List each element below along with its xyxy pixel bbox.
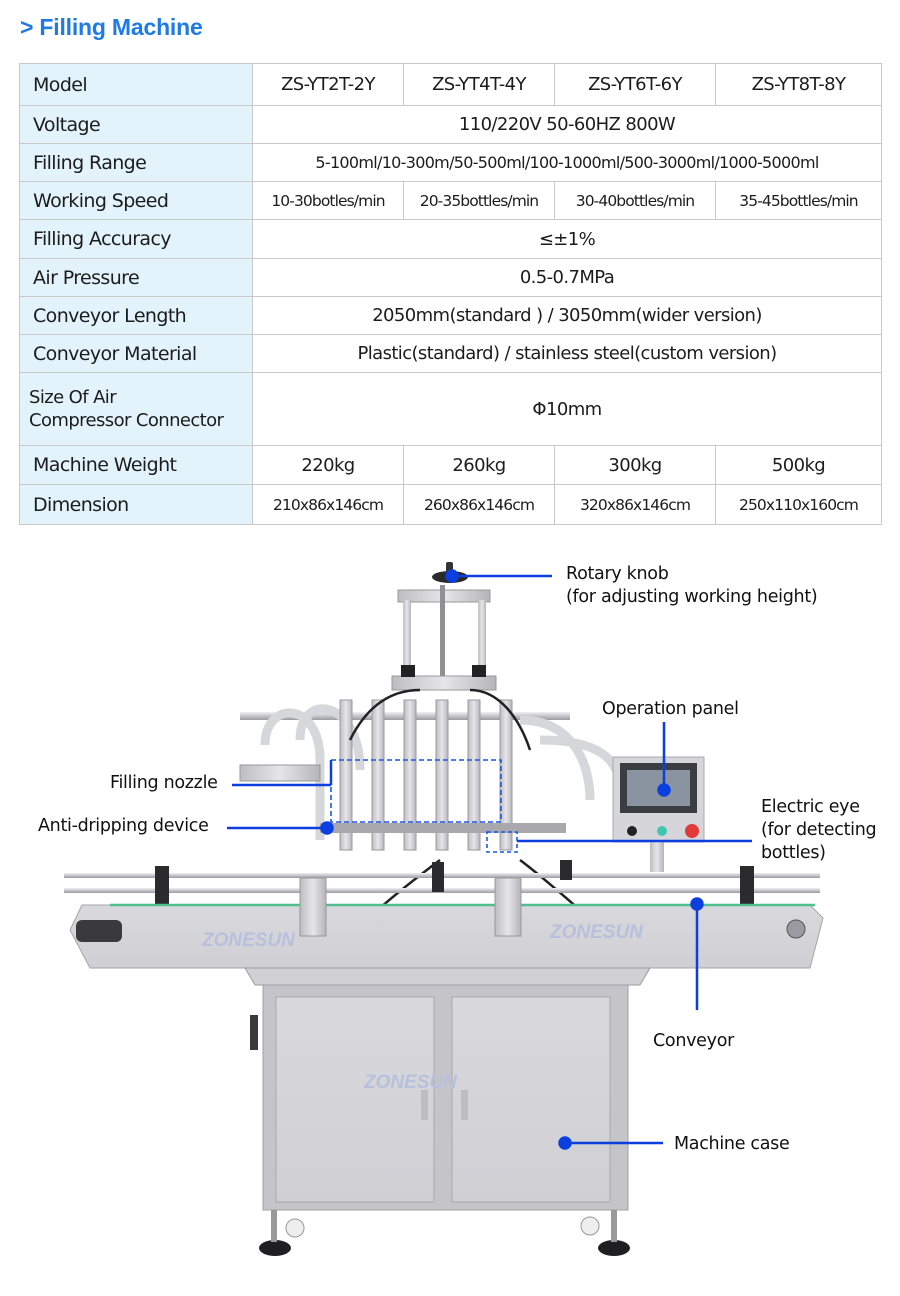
row-conveyor-material: Conveyor Material Plastic(standard) / st… bbox=[19, 334, 882, 373]
row-label: Filling Range bbox=[19, 143, 253, 182]
row-label: Size Of Air Compressor Connector bbox=[19, 372, 253, 446]
caster-icon bbox=[285, 1218, 305, 1238]
row-label: Filling Accuracy bbox=[19, 219, 253, 259]
motor-cover bbox=[76, 920, 122, 942]
model-cell: ZS-YT6T-6Y bbox=[554, 63, 716, 106]
row-label: Conveyor Length bbox=[19, 296, 253, 335]
row-model: Model ZS-YT2T-2Y ZS-YT4T-4Y ZS-YT6T-6Y Z… bbox=[19, 63, 882, 106]
row-label: Model bbox=[19, 63, 253, 106]
operation-panel-dot bbox=[657, 783, 671, 797]
selector-knob-icon bbox=[627, 826, 637, 836]
caster-icon bbox=[580, 1216, 600, 1236]
row-label: Air Pressure bbox=[19, 258, 253, 297]
brand-watermark: ZONESUN bbox=[549, 922, 644, 943]
foot-icon bbox=[259, 1240, 291, 1256]
callout-anti-dripping: Anti-dripping device bbox=[38, 815, 209, 838]
callout-operation-panel: Operation panel bbox=[602, 698, 739, 721]
row-label: Working Speed bbox=[19, 181, 253, 220]
conveyor-length-value: 2050mm(standard ) / 3050mm(wider version… bbox=[252, 296, 882, 335]
sensor-highlight-box bbox=[486, 831, 518, 853]
start-button-icon bbox=[657, 826, 667, 836]
row-label: Conveyor Material bbox=[19, 334, 253, 373]
row-filling-range: Filling Range 5-100ml/10-300m/50-500ml/1… bbox=[19, 143, 882, 182]
callout-line: Rotary knob bbox=[566, 564, 669, 584]
row-working-speed: Working Speed 10-30botles/min 20-35bottl… bbox=[19, 181, 882, 220]
filling-nozzles bbox=[339, 699, 513, 851]
callout-rotary-knob: Rotary knob (for adjusting working heigh… bbox=[566, 563, 818, 609]
anti-dripping-dot bbox=[320, 821, 334, 835]
callout-line: Anti-dripping device bbox=[38, 816, 209, 836]
foot-icon bbox=[598, 1240, 630, 1256]
callout-line: Machine case bbox=[674, 1134, 790, 1154]
callout-electric-eye: Electric eye (for detecting bottles) bbox=[761, 796, 877, 865]
callout-line: (for detecting bbox=[761, 820, 877, 840]
weight-cell: 500kg bbox=[715, 445, 882, 485]
filling-range-value: 5-100ml/10-300m/50-500ml/100-1000ml/500-… bbox=[252, 143, 882, 182]
callout-filling-nozzle: Filling nozzle bbox=[110, 772, 218, 795]
model-cell: ZS-YT8T-8Y bbox=[715, 63, 882, 106]
lifting-column bbox=[391, 585, 497, 691]
row-air-pressure: Air Pressure 0.5-0.7MPa bbox=[19, 258, 882, 297]
dimension-cell: 260x86x146cm bbox=[403, 484, 555, 525]
nozzle-highlight-box bbox=[330, 759, 502, 823]
model-cell: ZS-YT4T-4Y bbox=[403, 63, 555, 106]
sensor-post bbox=[494, 877, 522, 937]
conveyor-material-value: Plastic(standard) / stainless steel(cust… bbox=[252, 334, 882, 373]
row-label-line: Size Of Air bbox=[29, 387, 117, 408]
row-conveyor-length: Conveyor Length 2050mm(standard ) / 3050… bbox=[19, 296, 882, 335]
speed-cell: 10-30botles/min bbox=[252, 181, 404, 220]
section-title: > Filling Machine bbox=[20, 14, 203, 40]
sensor-post bbox=[299, 877, 327, 937]
speed-cell: 20-35bottles/min bbox=[403, 181, 555, 220]
spec-table: Model ZS-YT2T-2Y ZS-YT4T-4Y ZS-YT6T-6Y Z… bbox=[19, 63, 882, 525]
filling-accuracy-value: ≤±1% bbox=[252, 219, 882, 259]
machine-cabinet: ZONESUN bbox=[244, 967, 651, 1256]
speed-cell: 30-40bottles/min bbox=[554, 181, 716, 220]
callout-line: Filling nozzle bbox=[110, 773, 218, 793]
voltage-value: 110/220V 50-60HZ 800W bbox=[252, 105, 882, 144]
row-label: Machine Weight bbox=[19, 445, 253, 485]
callout-line: Conveyor bbox=[653, 1031, 734, 1051]
row-voltage: Voltage 110/220V 50-60HZ 800W bbox=[19, 105, 882, 144]
callout-line: Operation panel bbox=[602, 699, 739, 719]
stop-button-icon bbox=[685, 824, 699, 838]
machine-illustration: ZONESUN ZONESUN ZONESUN bbox=[64, 562, 824, 1256]
model-cell: ZS-YT2T-2Y bbox=[252, 63, 404, 106]
brand-watermark: ZONESUN bbox=[201, 930, 296, 951]
callout-machine-case: Machine case bbox=[674, 1133, 790, 1156]
callout-conveyor: Conveyor bbox=[653, 1030, 734, 1053]
row-label: Dimension bbox=[19, 484, 253, 525]
speed-cell: 35-45bottles/min bbox=[715, 181, 882, 220]
weight-cell: 220kg bbox=[252, 445, 404, 485]
pulley-icon bbox=[786, 919, 806, 939]
row-label-line: Compressor Connector bbox=[29, 410, 224, 431]
callout-line: bottles) bbox=[761, 843, 826, 863]
manifold bbox=[239, 764, 321, 782]
callout-line: Electric eye bbox=[761, 797, 860, 817]
air-pressure-value: 0.5-0.7MPa bbox=[252, 258, 882, 297]
conveyor-body: ZONESUN ZONESUN bbox=[69, 903, 824, 969]
operation-panel bbox=[612, 756, 705, 872]
callout-leaders bbox=[227, 569, 752, 1150]
callout-line: (for adjusting working height) bbox=[566, 587, 818, 607]
row-label: Voltage bbox=[19, 105, 253, 144]
dimension-cell: 210x86x146cm bbox=[252, 484, 404, 525]
row-filling-accuracy: Filling Accuracy ≤±1% bbox=[19, 219, 882, 259]
row-machine-weight: Machine Weight 220kg 260kg 300kg 500kg bbox=[19, 445, 882, 485]
dimension-cell: 250x110x160cm bbox=[715, 484, 882, 525]
weight-cell: 300kg bbox=[554, 445, 716, 485]
brand-watermark: ZONESUN bbox=[363, 1072, 458, 1093]
row-dimension: Dimension 210x86x146cm 260x86x146cm 320x… bbox=[19, 484, 882, 525]
row-air-compressor: Size Of Air Compressor Connector Φ10mm bbox=[19, 372, 882, 446]
air-compressor-value: Φ10mm bbox=[252, 372, 882, 446]
dimension-cell: 320x86x146cm bbox=[554, 484, 716, 525]
anti-dripping-bar bbox=[320, 823, 566, 833]
weight-cell: 260kg bbox=[403, 445, 555, 485]
